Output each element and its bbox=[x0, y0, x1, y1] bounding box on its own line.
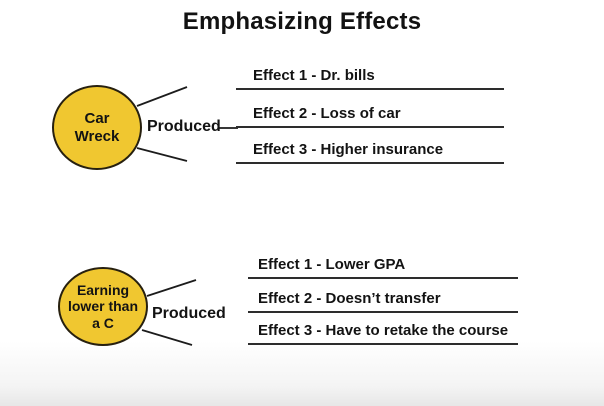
cause2-effect3-connector-line bbox=[141, 329, 193, 346]
effect-label: Effect 1 - Lower GPA bbox=[258, 256, 406, 273]
effect-row-carwreck-2: Effect 2 - Loss of car bbox=[236, 105, 504, 128]
effect-row-earning-2: Effect 2 - Doesn’t transfer bbox=[248, 290, 518, 313]
page-title: Emphasizing Effects bbox=[182, 8, 422, 35]
cause2-effect1-connector-line bbox=[146, 279, 197, 297]
produced-label-1: Produced bbox=[147, 118, 221, 135]
cause-line: a C bbox=[92, 314, 114, 331]
produced-label-2: Produced bbox=[152, 305, 226, 322]
cause-line: lower than bbox=[67, 298, 138, 315]
effect-label: Effect 2 - Loss of car bbox=[253, 105, 401, 122]
cause-circle-earning-lower-than-c: Earning lower than a C bbox=[58, 267, 148, 346]
effect-row-carwreck-1: Effect 1 - Dr. bills bbox=[236, 67, 504, 90]
effect-row-carwreck-3: Effect 3 - Higher insurance bbox=[236, 141, 504, 164]
cause-line: Car bbox=[84, 109, 110, 127]
cause1-effect1-connector-line bbox=[136, 86, 188, 107]
effect-label: Effect 3 - Higher insurance bbox=[253, 141, 444, 158]
effect-row-earning-1: Effect 1 - Lower GPA bbox=[248, 256, 518, 279]
cause-line: Earning bbox=[76, 282, 130, 299]
cause-circle-car-wreck: Car Wreck bbox=[52, 85, 142, 170]
cause1-effect3-connector-line bbox=[136, 147, 188, 162]
effect-label: Effect 3 - Have to retake the course bbox=[258, 322, 509, 339]
cause-line: Wreck bbox=[74, 127, 120, 145]
effect-row-earning-3: Effect 3 - Have to retake the course bbox=[248, 322, 518, 345]
effect-label: Effect 1 - Dr. bills bbox=[253, 67, 375, 84]
effect-label: Effect 2 - Doesn’t transfer bbox=[258, 290, 441, 307]
